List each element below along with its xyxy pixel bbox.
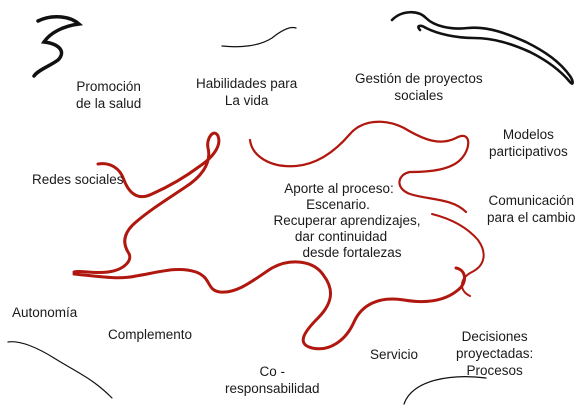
swirl-stroke-top-center — [221, 26, 297, 48]
swirl-stroke-top-right — [390, 10, 574, 85]
swirl-stroke-bottom-left — [7, 341, 113, 399]
central-line-5: desde fortalezas — [302, 245, 402, 260]
central-line-1: Aporte al proceso: — [284, 181, 394, 196]
label-promocion: Promoción de la salud — [76, 79, 142, 111]
central-text-block: Aporte al proceso: Escenario. Recuperar … — [248, 181, 438, 261]
serpentine-curve-right — [431, 213, 485, 297]
label-gestion: Gestión de proyectos sociales — [355, 71, 483, 103]
central-line-2: Escenario. — [306, 197, 370, 212]
label-comunicacion: Comunicación para el cambio — [487, 193, 576, 225]
serpentine-curve-main — [248, 120, 470, 214]
swirl-stroke-bottom-right — [403, 376, 487, 405]
central-line-4: dar continuidad — [294, 229, 388, 244]
label-modelos: Modelos participativos — [489, 127, 568, 159]
label-redes: Redes sociales — [32, 172, 124, 187]
label-autonomia: Autonomía — [12, 305, 78, 320]
central-line-3: Recuperar aprendizajes, — [273, 213, 421, 228]
label-complemento: Complemento — [108, 327, 193, 342]
serpentine-curve-left — [72, 131, 221, 275]
swirl-stroke-top-left — [32, 15, 84, 78]
label-habilidades: Habilidades para La vida — [196, 76, 298, 108]
label-decisiones: Decisiones proyectadas: Procesos — [456, 329, 534, 378]
label-coresponsabilidad: Co - responsabilidad — [225, 364, 320, 396]
serpentine-curve-lower — [72, 260, 466, 351]
label-servicio: Servicio — [370, 347, 419, 362]
